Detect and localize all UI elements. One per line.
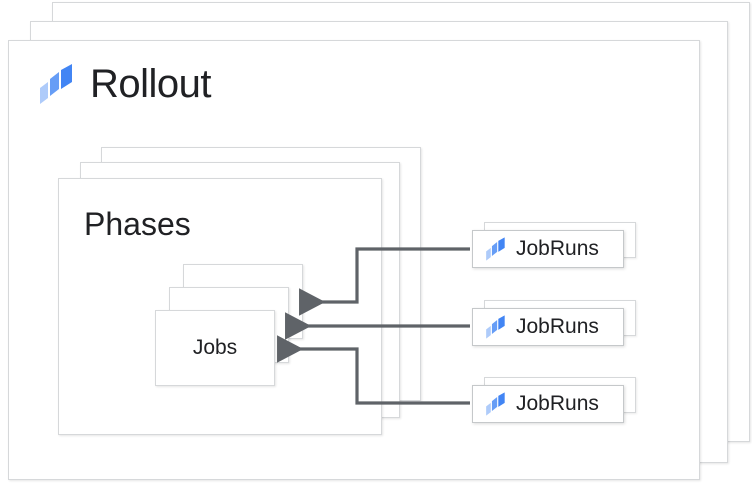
page-title: Rollout <box>90 62 212 106</box>
rollout-logo-icon <box>485 315 507 339</box>
jobruns-label-2: JobRuns <box>516 315 599 338</box>
jobruns-card-3[interactable]: JobRuns <box>472 385 624 423</box>
rollout-logo-icon <box>38 64 76 104</box>
jobs-card-front <box>155 310 275 386</box>
jobs-label: Jobs <box>192 336 238 359</box>
jobruns-label-1: JobRuns <box>516 237 599 260</box>
rollout-header: Rollout <box>38 62 212 106</box>
phases-label: Phases <box>84 206 191 242</box>
jobruns-card-1[interactable]: JobRuns <box>472 230 624 268</box>
jobruns-label-3: JobRuns <box>516 392 599 415</box>
rollout-logo-icon <box>485 392 507 416</box>
rollout-logo-icon <box>485 237 507 261</box>
jobruns-card-2[interactable]: JobRuns <box>472 308 624 346</box>
